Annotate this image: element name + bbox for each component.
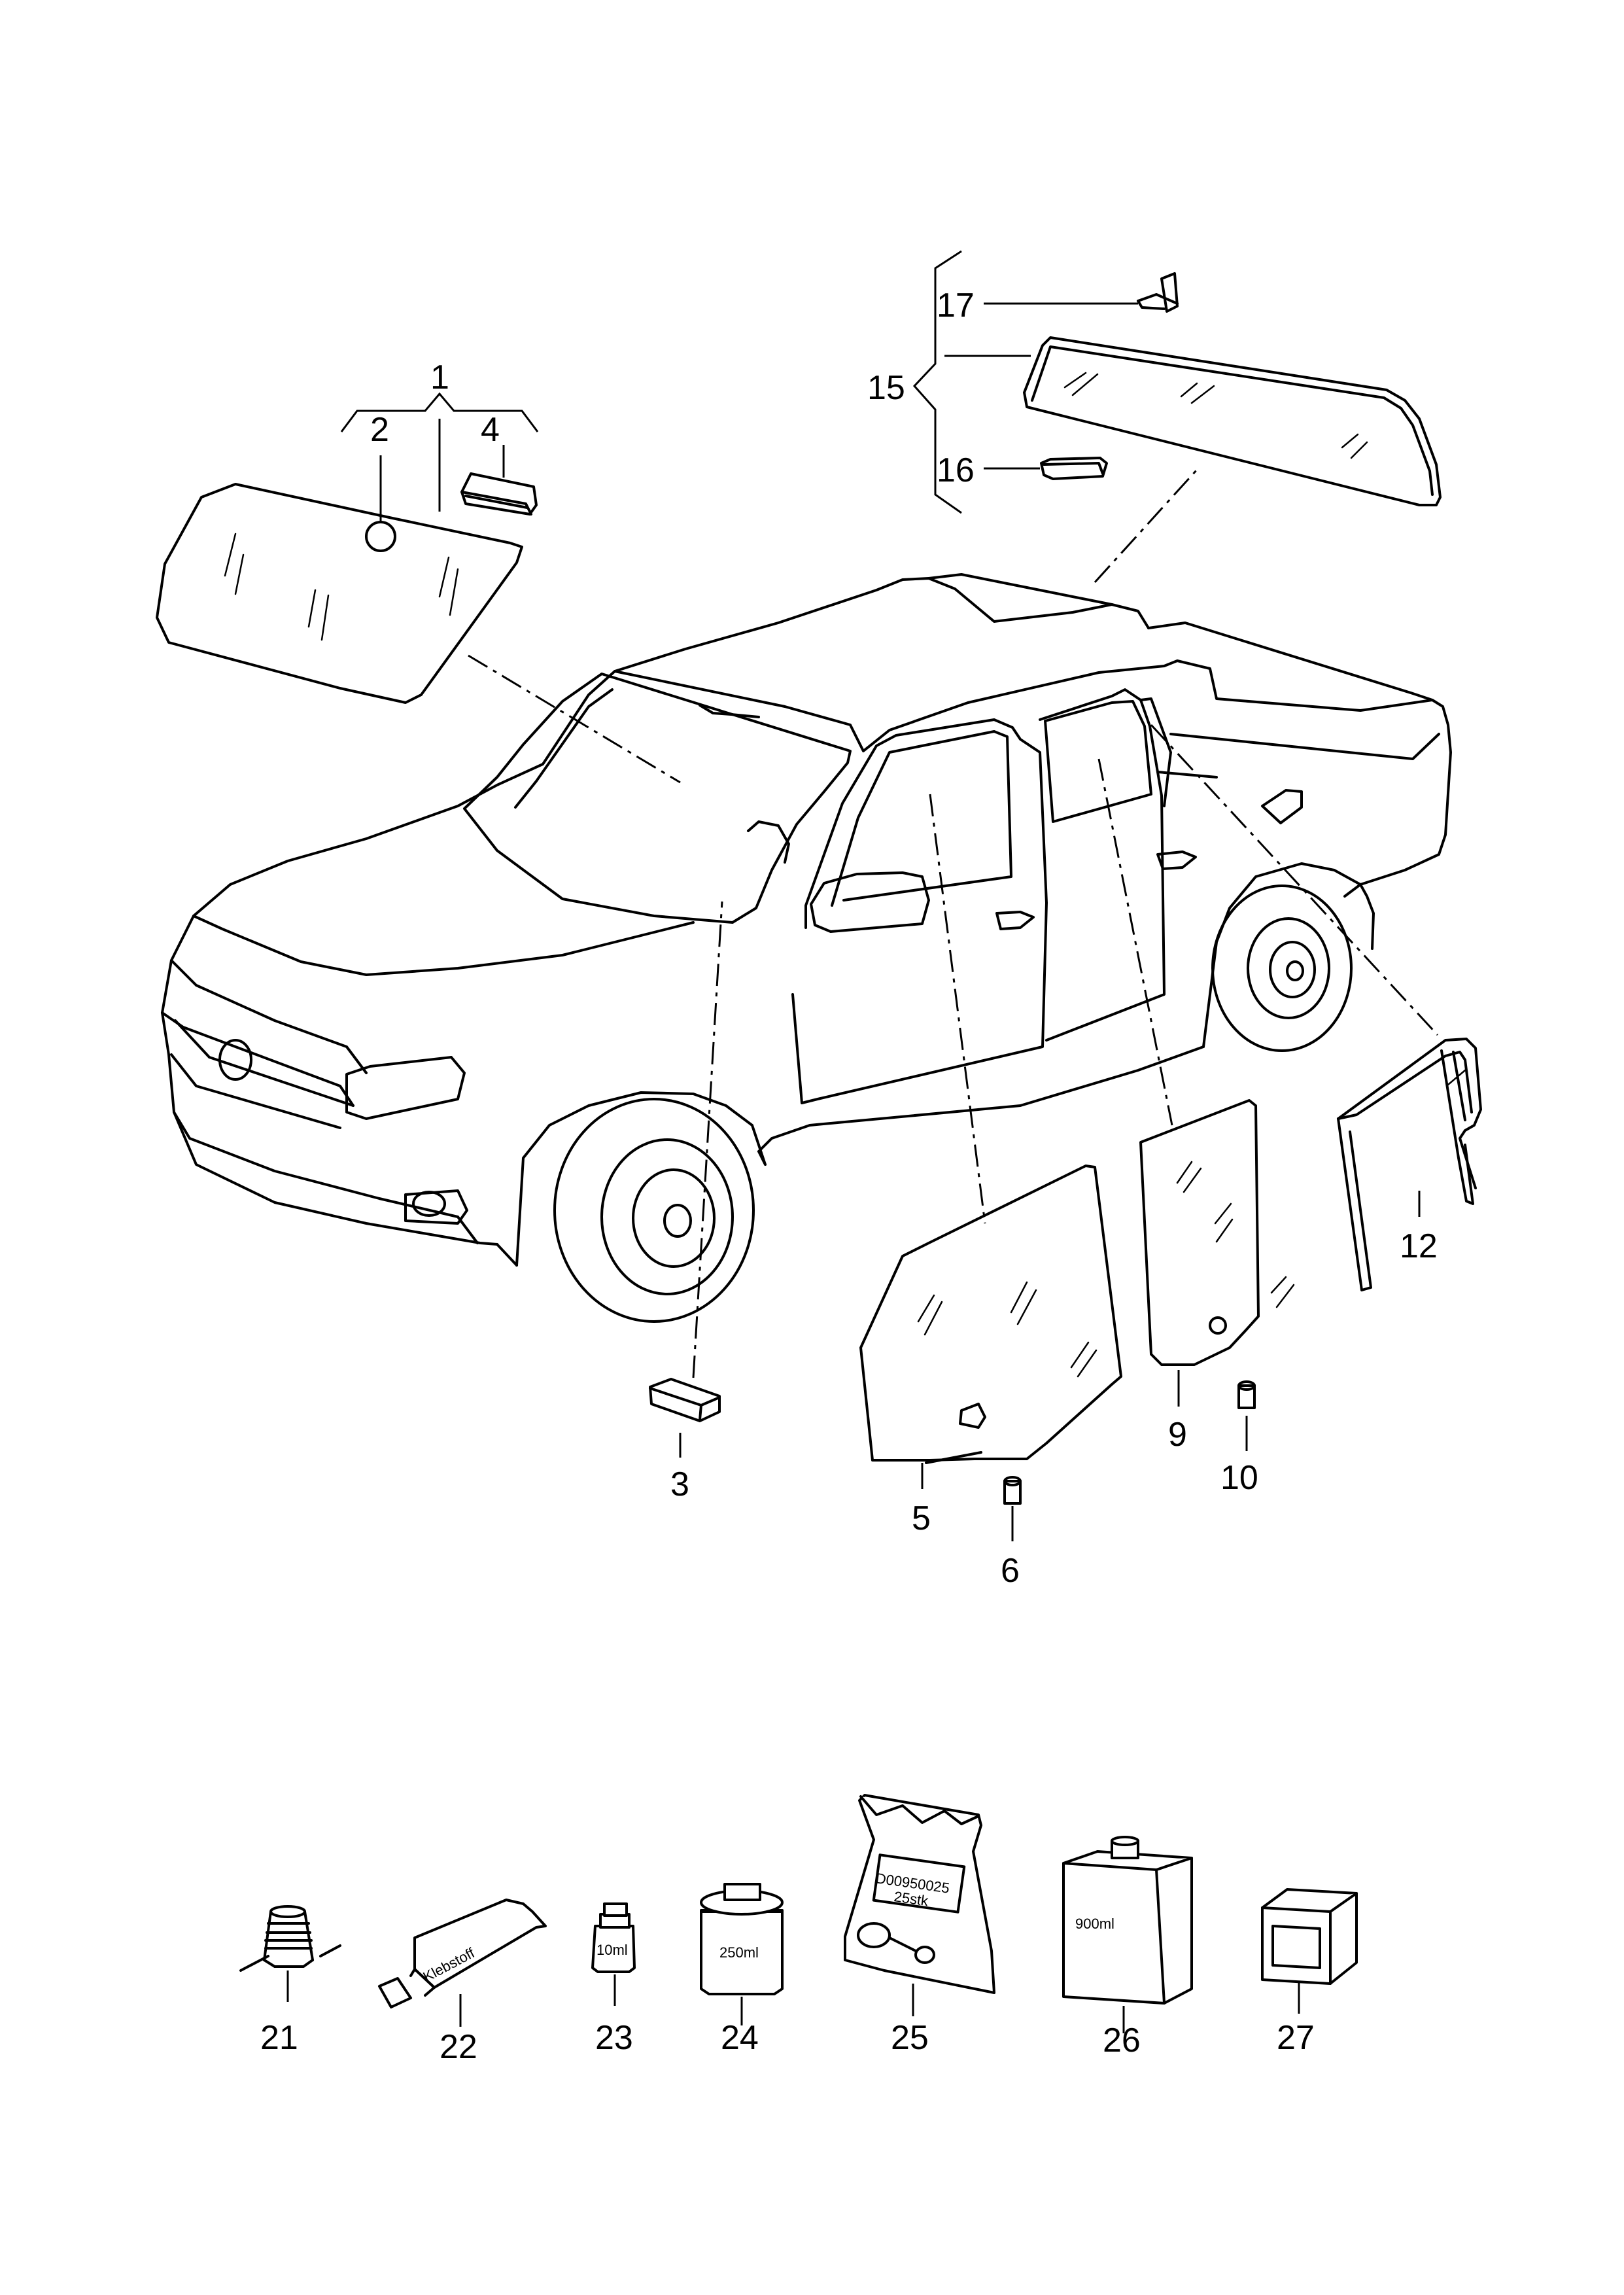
rear-window-part bbox=[1023, 336, 1442, 506]
callout-27: 27 bbox=[1277, 2019, 1315, 2057]
callout-10: 10 bbox=[1220, 1459, 1258, 1497]
bracket-15 bbox=[912, 250, 962, 514]
callout-2: 2 bbox=[370, 411, 389, 449]
can-label: 250ml bbox=[719, 1944, 759, 1961]
bag-part-25 bbox=[844, 1794, 995, 1994]
callout-21: 21 bbox=[260, 2019, 298, 2057]
callout-labels: 1 2 3 4 5 6 9 10 12 15 16 17 21 22 23 24… bbox=[260, 287, 1438, 2066]
callout-17: 17 bbox=[937, 287, 975, 324]
adhesive-tube-part-22 bbox=[378, 1899, 547, 2008]
callout-12: 12 bbox=[1400, 1227, 1438, 1265]
callout-leaders bbox=[679, 1191, 1421, 1541]
canister-label: 900ml bbox=[1075, 1916, 1114, 1932]
sensor-part-4 bbox=[460, 472, 538, 516]
dash-leaders bbox=[468, 468, 1439, 1378]
bolt-part-6 bbox=[1003, 1476, 1022, 1505]
windshield-part bbox=[156, 483, 523, 704]
callout-9: 9 bbox=[1168, 1416, 1187, 1454]
callout-26: 26 bbox=[1103, 2022, 1141, 2059]
callout-3: 3 bbox=[670, 1465, 689, 1503]
bolt-part-10 bbox=[1237, 1380, 1256, 1409]
canister-part-26 bbox=[1062, 1836, 1193, 2005]
wire-coil-part-21 bbox=[239, 1905, 341, 1972]
pad-part-3 bbox=[649, 1378, 721, 1422]
callout-6: 6 bbox=[1001, 1552, 1020, 1590]
clip-part-17 bbox=[1137, 272, 1179, 313]
front-door-glass-part-5 bbox=[859, 1165, 1122, 1464]
pickup-truck-illustration bbox=[161, 573, 1452, 1323]
callout-4: 4 bbox=[481, 411, 500, 449]
can-part-24 bbox=[700, 1883, 784, 1995]
block-part-16 bbox=[1040, 457, 1108, 480]
callout-1: 1 bbox=[430, 359, 449, 396]
callout-23: 23 bbox=[595, 2019, 633, 2057]
callout-15: 15 bbox=[867, 369, 905, 407]
callout-16: 16 bbox=[937, 451, 975, 489]
callout-22: 22 bbox=[440, 2028, 477, 2066]
lower-callout-leaders bbox=[286, 1971, 1300, 2033]
rear-fixed-glass-part-12 bbox=[1337, 1038, 1482, 1291]
bracket-1 bbox=[340, 392, 539, 432]
small-bottle-label: 10ml bbox=[596, 1942, 628, 1958]
callout-25: 25 bbox=[891, 2019, 929, 2057]
box-part-27 bbox=[1261, 1888, 1358, 1985]
rear-door-glass-part-9 bbox=[1139, 1099, 1295, 1366]
callout-5: 5 bbox=[912, 1499, 931, 1537]
small-bottle-part-23 bbox=[591, 1902, 636, 1973]
callout-24: 24 bbox=[721, 2019, 759, 2057]
